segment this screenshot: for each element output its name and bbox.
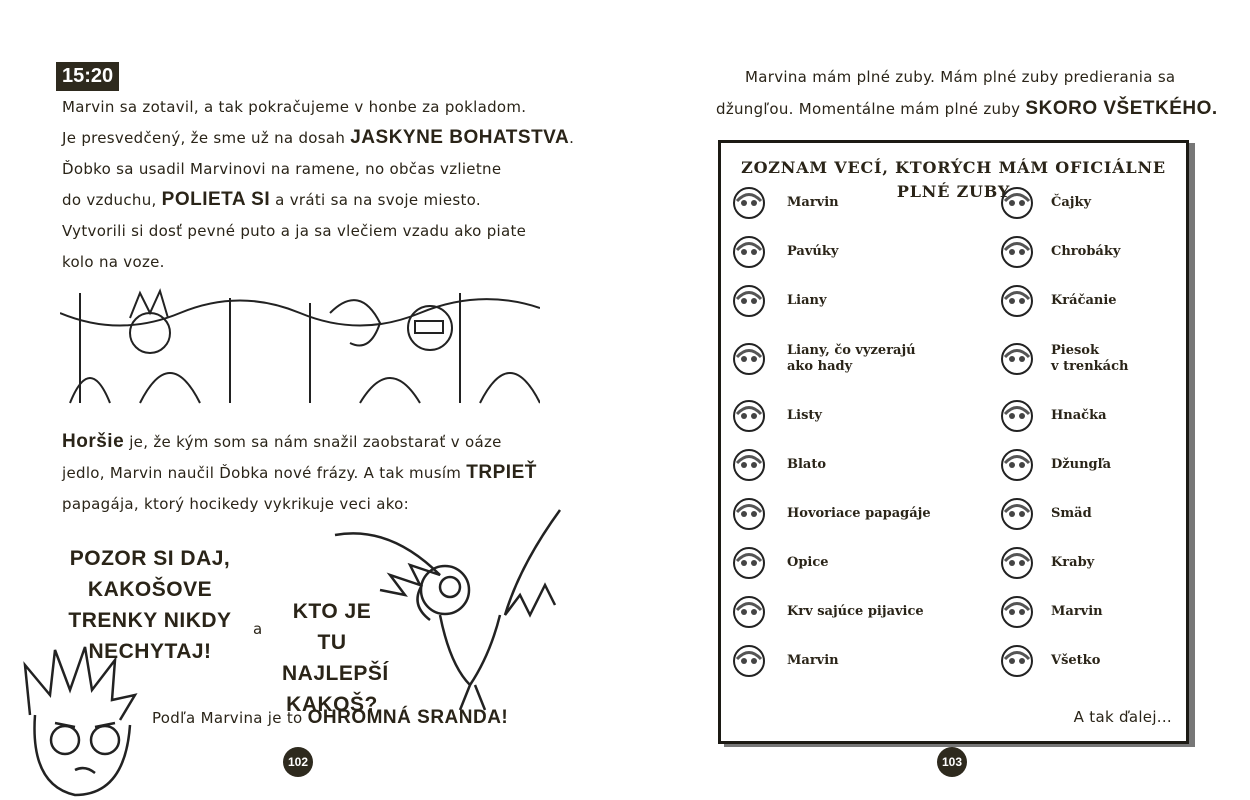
list-item-label: Kráčanie [1051,293,1117,308]
snake-vine-icon [729,339,769,383]
list-item-label: Pavúky [787,244,839,259]
list-item-label: Všetko [1051,653,1101,668]
list-item-label: Hovoriace papagáje [787,506,931,521]
list-item-label: Smäd [1051,506,1092,521]
text-segment: Marvin sa zotavil, a tak pokračujeme v h… [62,98,527,116]
intro-text: džungľou. Momentálne mám plné zuby [716,100,1026,118]
list-title-line: PLNÉ ZUBY [896,182,1011,201]
page-number-left: 102 [283,747,313,777]
text-segment: Ďobko sa usadil Marvinovi na ramene, no … [62,160,502,178]
spider-icon [729,232,769,276]
marvin-face-icon [729,183,769,227]
parrot-phrase-2: KTO JE TU NAJLEPŠÍ KAKOŠ? [282,600,389,716]
intro-line-1: Marvina mám plné zuby. Mám plné zuby pre… [745,68,1175,86]
parrot-illustration [334,509,562,711]
intro-text: Marvina mám plné zuby. Mám plné zuby pre… [745,68,1176,86]
leaves-icon [729,396,769,440]
connector-word: a [253,620,263,638]
list-item-label: Chrobáky [1051,244,1121,259]
list-item-label: Marvin [1051,604,1103,619]
text-segment: Je presvedčený, že sme už na dosah [62,129,351,147]
list-item-label: Kraby [1051,555,1095,570]
list-item-label: Hnačka [1051,408,1107,423]
footer-note: A tak ďalej... [1073,708,1172,726]
emphasis-text: Horšie [62,431,125,452]
text-line: jedlo, Marvin naučil Ďobka nové frázy. A… [62,462,537,484]
list-title-line: ZOZNAM VECÍ, KTORÝCH MÁM OFICIÁLNE [741,158,1166,177]
list-item-label: Blato [787,457,827,472]
page-number-right: 103 [937,747,967,777]
list-item-label: Marvin [787,653,839,668]
list-title: ZOZNAM VECÍ, KTORÝCH MÁM OFICIÁLNE PLNÉ … [721,156,1186,204]
list-box: ZOZNAM VECÍ, KTORÝCH MÁM OFICIÁLNE PLNÉ … [718,140,1189,744]
parrot-phrase-1: POZOR SI DAJ, KAKOŠOVE TRENKY NIKDY NECH… [68,547,232,663]
text-line: kolo na voze. [62,251,165,273]
marvin-face-icon [997,592,1037,636]
text-segment: kolo na voze. [62,253,165,271]
mud-splat-icon [729,445,769,489]
text-segment: jedlo, Marvin naučil Ďobka nové frázy. A… [62,464,467,482]
text-line: Marvin sa zotavil, a tak pokračujeme v h… [62,96,526,118]
text-segment: je, že kým som sa nám snažil zaobstarať … [124,433,502,451]
closing-text: Podľa Marvina je to [152,709,308,727]
text-line: Vytvorili si dosť pevné puto a ja sa vle… [62,220,526,242]
leech-icon [729,592,769,636]
list-item-label: Piesok v trenkách [1051,343,1129,374]
emphasis-text: JASKYNE BOHATSTVA [350,127,570,148]
crab-icon [997,543,1037,587]
closing-emphasis: OHROMNÁ SRANDA! [307,707,509,728]
beetle-icon [997,232,1037,276]
jungle-illustration [60,288,540,404]
list-item-label: Listy [787,408,822,423]
closing-line: Podľa Marvina je to OHROMNÁ SRANDA! [152,707,508,729]
text-segment: . [569,129,575,147]
footprints-icon [997,281,1037,325]
list-item-label: Džungľa [1051,457,1112,472]
thirst-thought-icon [997,494,1037,538]
text-segment: do vzduchu, [62,191,162,209]
intro-line-2: džungľou. Momentálne mám plné zuby SKORO… [716,98,1218,120]
marvin-face-icon [729,641,769,685]
boy-illustration [23,646,138,797]
text-line: Horšie je, že kým som sa nám snažil zaob… [62,431,502,453]
text-line: Je presvedčený, že sme už na dosah JASKY… [62,127,574,149]
splat-icon [997,396,1037,440]
list-item-label: Liany [787,293,827,308]
list-item-label: Marvin [787,195,839,210]
text-segment: a vráti sa na svoje miesto. [270,191,481,209]
text-line: Ďobko sa usadil Marvinovi na ramene, no … [62,158,501,180]
text-segment: papagája, ktorý hocikedy vykrikuje veci … [62,495,409,513]
globe-icon [997,641,1037,685]
text-line: do vzduchu, POLIETA SI a vráti sa na svo… [62,189,481,211]
emphasis-text: TRPIEŤ [466,462,537,483]
list-item-label: Opice [787,555,829,570]
intro-emphasis: SKORO VŠETKÉHO. [1025,98,1218,119]
text-segment: Vytvorili si dosť pevné puto a ja sa vle… [62,222,527,240]
sandy-shorts-icon [997,339,1037,383]
jungle-icon [997,445,1037,489]
time-badge: 15:20 [56,62,120,91]
emphasis-text: POLIETA SI [161,189,271,210]
list-item-label: Čajky [1051,195,1092,210]
text-line: papagája, ktorý hocikedy vykrikuje veci … [62,493,409,515]
seagull-icon [997,183,1037,227]
list-item-label: Krv sajúce pijavice [787,604,924,619]
list-item-label: Liany, čo vyzerajú ako hady [787,343,916,374]
monkey-icon [729,543,769,587]
parrot-icon [729,494,769,538]
vine-icon [729,281,769,325]
